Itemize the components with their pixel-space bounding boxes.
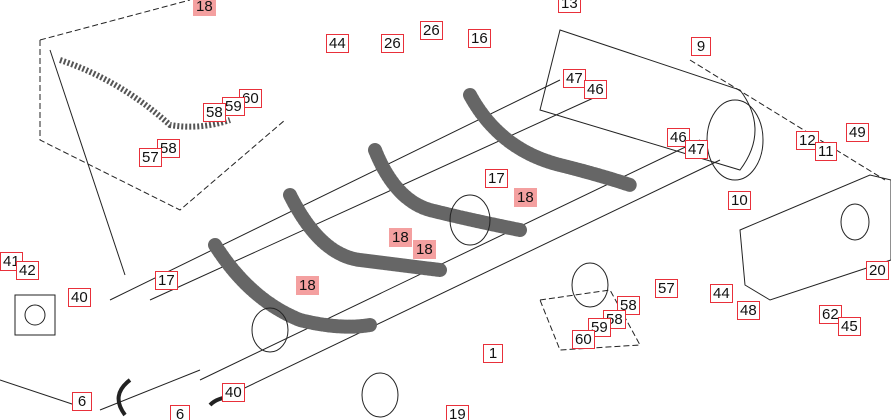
frame-rails xyxy=(109,79,721,396)
callout-1[interactable]: 1 xyxy=(483,344,503,363)
callout-59[interactable]: 59 xyxy=(222,97,245,116)
callout-13[interactable]: 13 xyxy=(558,0,581,13)
callout-44[interactable]: 44 xyxy=(710,284,733,303)
callout-18[interactable]: 18 xyxy=(514,188,537,207)
callout-16[interactable]: 16 xyxy=(468,29,491,48)
callout-18[interactable]: 18 xyxy=(389,228,412,247)
inset-outline xyxy=(39,0,286,211)
callout-17[interactable]: 17 xyxy=(485,169,508,188)
side-plate xyxy=(739,174,891,301)
clamp xyxy=(116,378,132,417)
leader-arrow xyxy=(49,49,126,276)
callout-48[interactable]: 48 xyxy=(737,301,760,320)
callout-6[interactable]: 6 xyxy=(170,405,190,420)
callout-47[interactable]: 47 xyxy=(563,69,586,88)
return-rollers xyxy=(251,194,609,418)
callout-62[interactable]: 62 xyxy=(819,305,842,324)
callout-12[interactable]: 12 xyxy=(796,131,819,150)
bearing-housing xyxy=(14,294,56,336)
callout-17[interactable]: 17 xyxy=(155,271,178,290)
callout-18[interactable]: 18 xyxy=(193,0,216,16)
callout-60[interactable]: 60 xyxy=(572,330,595,349)
hardware-box xyxy=(539,289,641,351)
callout-58[interactable]: 58 xyxy=(203,103,226,122)
callout-49[interactable]: 49 xyxy=(846,123,869,142)
callout-46[interactable]: 46 xyxy=(584,80,607,99)
callout-26[interactable]: 26 xyxy=(420,21,443,40)
callout-40[interactable]: 40 xyxy=(222,383,245,402)
idler-strings xyxy=(208,88,637,334)
callout-42[interactable]: 42 xyxy=(16,261,39,280)
callout-19[interactable]: 19 xyxy=(446,405,469,420)
callout-18[interactable]: 18 xyxy=(296,276,319,295)
callout-46[interactable]: 46 xyxy=(667,128,690,147)
drum xyxy=(539,29,756,171)
callout-44[interactable]: 44 xyxy=(326,34,349,53)
callout-9[interactable]: 9 xyxy=(691,37,711,56)
callout-40[interactable]: 40 xyxy=(68,288,91,307)
inset-idler-roll xyxy=(59,57,231,130)
callout-47[interactable]: 47 xyxy=(685,140,708,159)
callout-26[interactable]: 26 xyxy=(381,34,404,53)
callout-20[interactable]: 20 xyxy=(866,261,889,280)
callout-11[interactable]: 11 xyxy=(815,142,837,161)
callout-10[interactable]: 10 xyxy=(728,191,751,210)
callout-45[interactable]: 45 xyxy=(838,317,861,336)
callout-57[interactable]: 57 xyxy=(139,148,162,167)
callout-57[interactable]: 57 xyxy=(655,279,678,298)
callout-18[interactable]: 18 xyxy=(413,240,436,259)
callout-6[interactable]: 6 xyxy=(72,392,92,411)
